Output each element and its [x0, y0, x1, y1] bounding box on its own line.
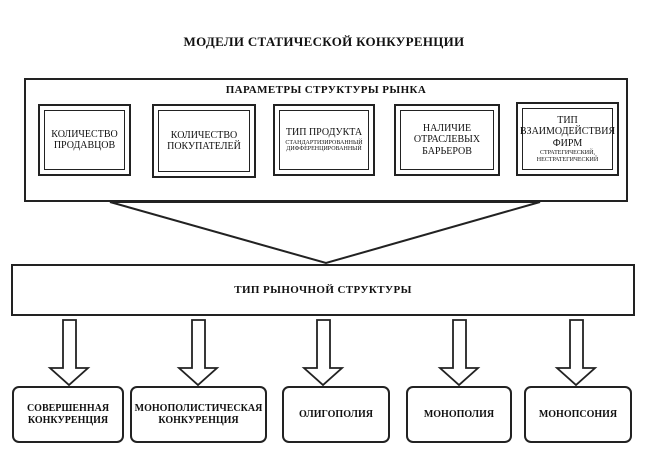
- parameter-label: ТИП ПРОДУКТА: [285, 127, 363, 139]
- parameter-label: НАЛИЧИЕ ОТРАСЛЕВЫХ БАРЬЕРОВ: [413, 122, 481, 157]
- result-perfect-competition: СОВЕРШЕННАЯ КОНКУРЕНЦИЯ: [12, 386, 124, 443]
- result-monopolistic-competition: МОНОПОЛИСТИЧЕСКАЯ КОНКУРЕНЦИЯ: [130, 386, 267, 443]
- down-arrow: [301, 319, 345, 387]
- down-arrow: [554, 319, 598, 387]
- down-arrow: [176, 319, 220, 387]
- parameter-firm-interaction: ТИП ВЗАИМОДЕЙСТВИЯ ФИРМ СТРАТЕГИЧЕСКИЙ, …: [516, 102, 619, 176]
- parameter-label: ТИП ВЗАИМОДЕЙСТВИЯ ФИРМ: [519, 114, 616, 149]
- parameter-industry-barriers: НАЛИЧИЕ ОТРАСЛЕВЫХ БАРЬЕРОВ: [394, 104, 500, 176]
- result-oligopoly: ОЛИГОПОЛИЯ: [282, 386, 390, 443]
- down-arrow: [47, 319, 91, 387]
- market-structure-type-box: ТИП РЫНОЧНОЙ СТРУКТУРЫ: [11, 264, 635, 316]
- funnel-arrow: [109, 201, 541, 265]
- parameter-sublabel: СТРАТЕГИЧЕСКИЙ, НЕСТРАТЕГИЧЕСКИЙ: [536, 150, 599, 163]
- parameter-sellers-count: КОЛИЧЕСТВО ПРОДАВЦОВ: [38, 104, 131, 176]
- result-monopoly: МОНОПОЛИЯ: [406, 386, 512, 443]
- down-arrow: [437, 319, 481, 387]
- parameter-label: КОЛИЧЕСТВО ПРОДАВЦОВ: [51, 128, 118, 152]
- parameters-title: ПАРАМЕТРЫ СТРУКТУРЫ РЫНКА: [225, 84, 427, 96]
- result-monopsony: МОНОПСОНИЯ: [524, 386, 632, 443]
- parameter-product-type: ТИП ПРОДУКТА СТАНДАРТИЗИРОВАННЫЙ ДИФФЕРЕ…: [273, 104, 375, 176]
- diagram-title: МОДЕЛИ СТАТИЧЕСКОЙ КОНКУРЕНЦИИ: [183, 34, 465, 49]
- parameter-buyers-count: КОЛИЧЕСТВО ПОКУПАТЕЛЕЙ: [152, 104, 256, 178]
- parameter-sublabel: СТАНДАРТИЗИРОВАННЫЙ ДИФФЕРЕНЦИРОВАННЫЙ: [285, 139, 363, 153]
- parameter-label: КОЛИЧЕСТВО ПОКУПАТЕЛЕЙ: [167, 129, 241, 153]
